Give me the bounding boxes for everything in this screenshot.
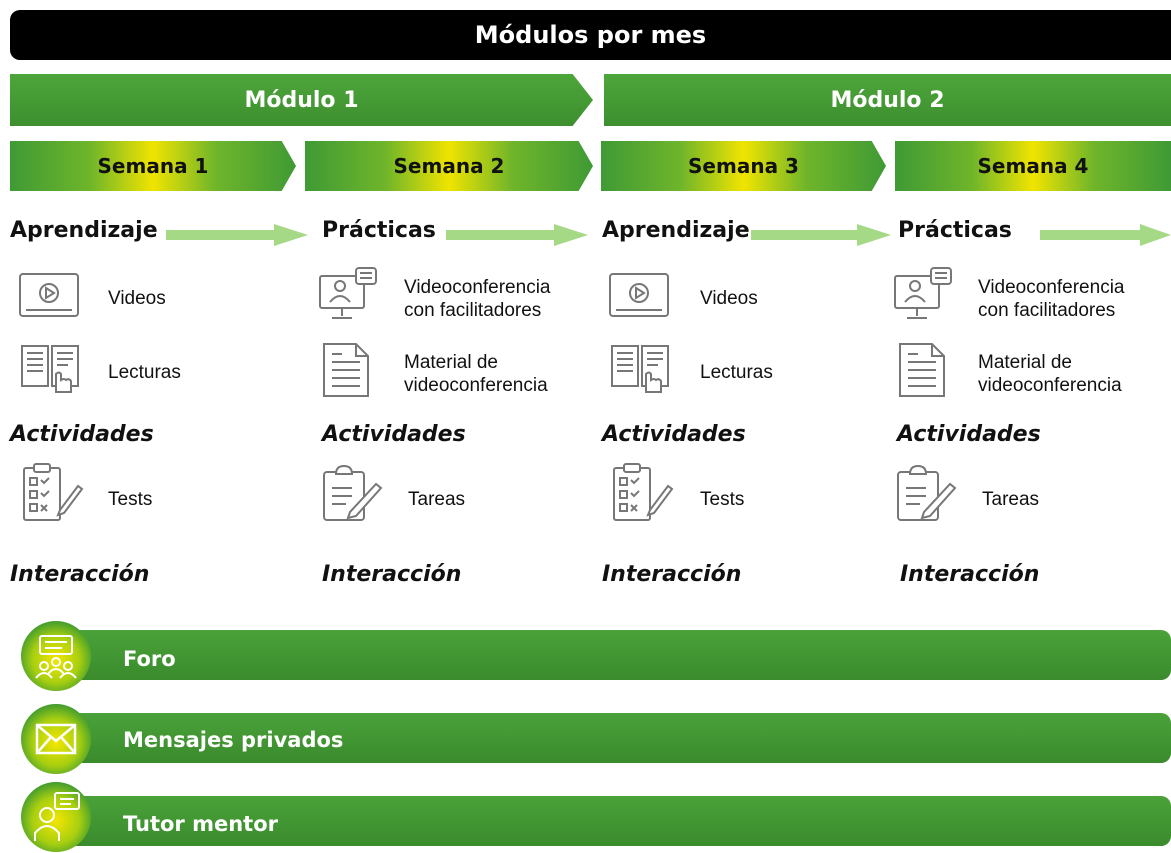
item-videos-label: Videos [108, 288, 166, 309]
activity-tareas-label: Tareas [982, 489, 1040, 510]
week-2-label: Semana 2 [393, 154, 505, 178]
module-1-banner: Módulo 1 [10, 74, 593, 126]
arrow-right-icon [446, 224, 588, 246]
checklist-icon [613, 463, 674, 521]
module-2-banner: Módulo 2 [604, 74, 1171, 126]
envelope-icon [35, 723, 77, 755]
book-reading-icon [611, 345, 669, 393]
week-4-label: Semana 4 [977, 154, 1089, 178]
col-3-interaction-heading: Interacción [602, 562, 742, 587]
week-3-banner: Semana 3 [601, 141, 886, 191]
videoconference-icon [319, 267, 377, 319]
week-2-banner: Semana 2 [305, 141, 593, 191]
item-videos-label: Videos [700, 288, 758, 309]
checklist-icon [23, 463, 84, 521]
video-player-icon [19, 273, 79, 317]
page-title: Módulos por mes [10, 10, 1171, 60]
clipboard-pencil-icon [897, 464, 957, 521]
module-2-label: Módulo 2 [830, 87, 945, 113]
item-videoconferencia-label: Videoconferencia con facilitadores [404, 277, 551, 321]
tutor-band [40, 796, 1171, 846]
document-icon [899, 343, 945, 397]
week-1-banner: Semana 1 [10, 141, 296, 191]
col-4-interaction-heading: Interacción [900, 562, 1040, 587]
foro-label: Foro [123, 647, 176, 671]
item-videoconferencia-label: Videoconferencia con facilitadores [978, 277, 1125, 321]
mensajes-label: Mensajes privados [123, 728, 344, 752]
col-2-activities-heading: Actividades [322, 422, 466, 447]
mentor-icon [34, 792, 80, 841]
item-material-label: Material de videoconferencia [978, 352, 1122, 396]
col-1-interaction-heading: Interacción [10, 562, 150, 587]
item-material-label: Material de videoconferencia [404, 352, 548, 396]
videoconference-icon [894, 267, 952, 319]
arrow-right-icon [1040, 224, 1171, 246]
col-4-heading: Prácticas [898, 218, 1012, 243]
foro-band [40, 630, 1171, 680]
activity-tests-label: Tests [700, 489, 745, 510]
book-reading-icon [21, 345, 79, 393]
week-3-label: Semana 3 [688, 154, 799, 178]
col-1-activities-heading: Actividades [10, 422, 154, 447]
envelope-badge [21, 704, 91, 774]
activity-tests-label: Tests [108, 489, 153, 510]
col-4-activities-heading: Actividades [897, 422, 1041, 447]
activity-tareas-label: Tareas [408, 489, 466, 510]
clipboard-pencil-icon [323, 464, 383, 521]
document-icon [323, 343, 369, 397]
forum-badge [21, 621, 91, 691]
module-1-label: Módulo 1 [244, 87, 359, 113]
item-lecturas-label: Lecturas [700, 362, 773, 383]
item-lecturas-label: Lecturas [108, 362, 181, 383]
week-1-label: Semana 1 [97, 154, 209, 178]
mentor-badge [21, 782, 91, 852]
col-2-interaction-heading: Interacción [322, 562, 462, 587]
video-player-icon [609, 273, 669, 317]
mensajes-band [40, 713, 1171, 763]
tutor-label: Tutor mentor [123, 812, 278, 836]
forum-icon [35, 635, 77, 679]
col-2-heading: Prácticas [322, 218, 436, 243]
arrow-right-icon [166, 224, 308, 246]
col-1-heading: Aprendizaje [10, 218, 158, 243]
col-3-activities-heading: Actividades [602, 422, 746, 447]
arrow-right-icon [751, 224, 891, 246]
week-4-banner: Semana 4 [895, 141, 1171, 191]
col-3-heading: Aprendizaje [602, 218, 750, 243]
